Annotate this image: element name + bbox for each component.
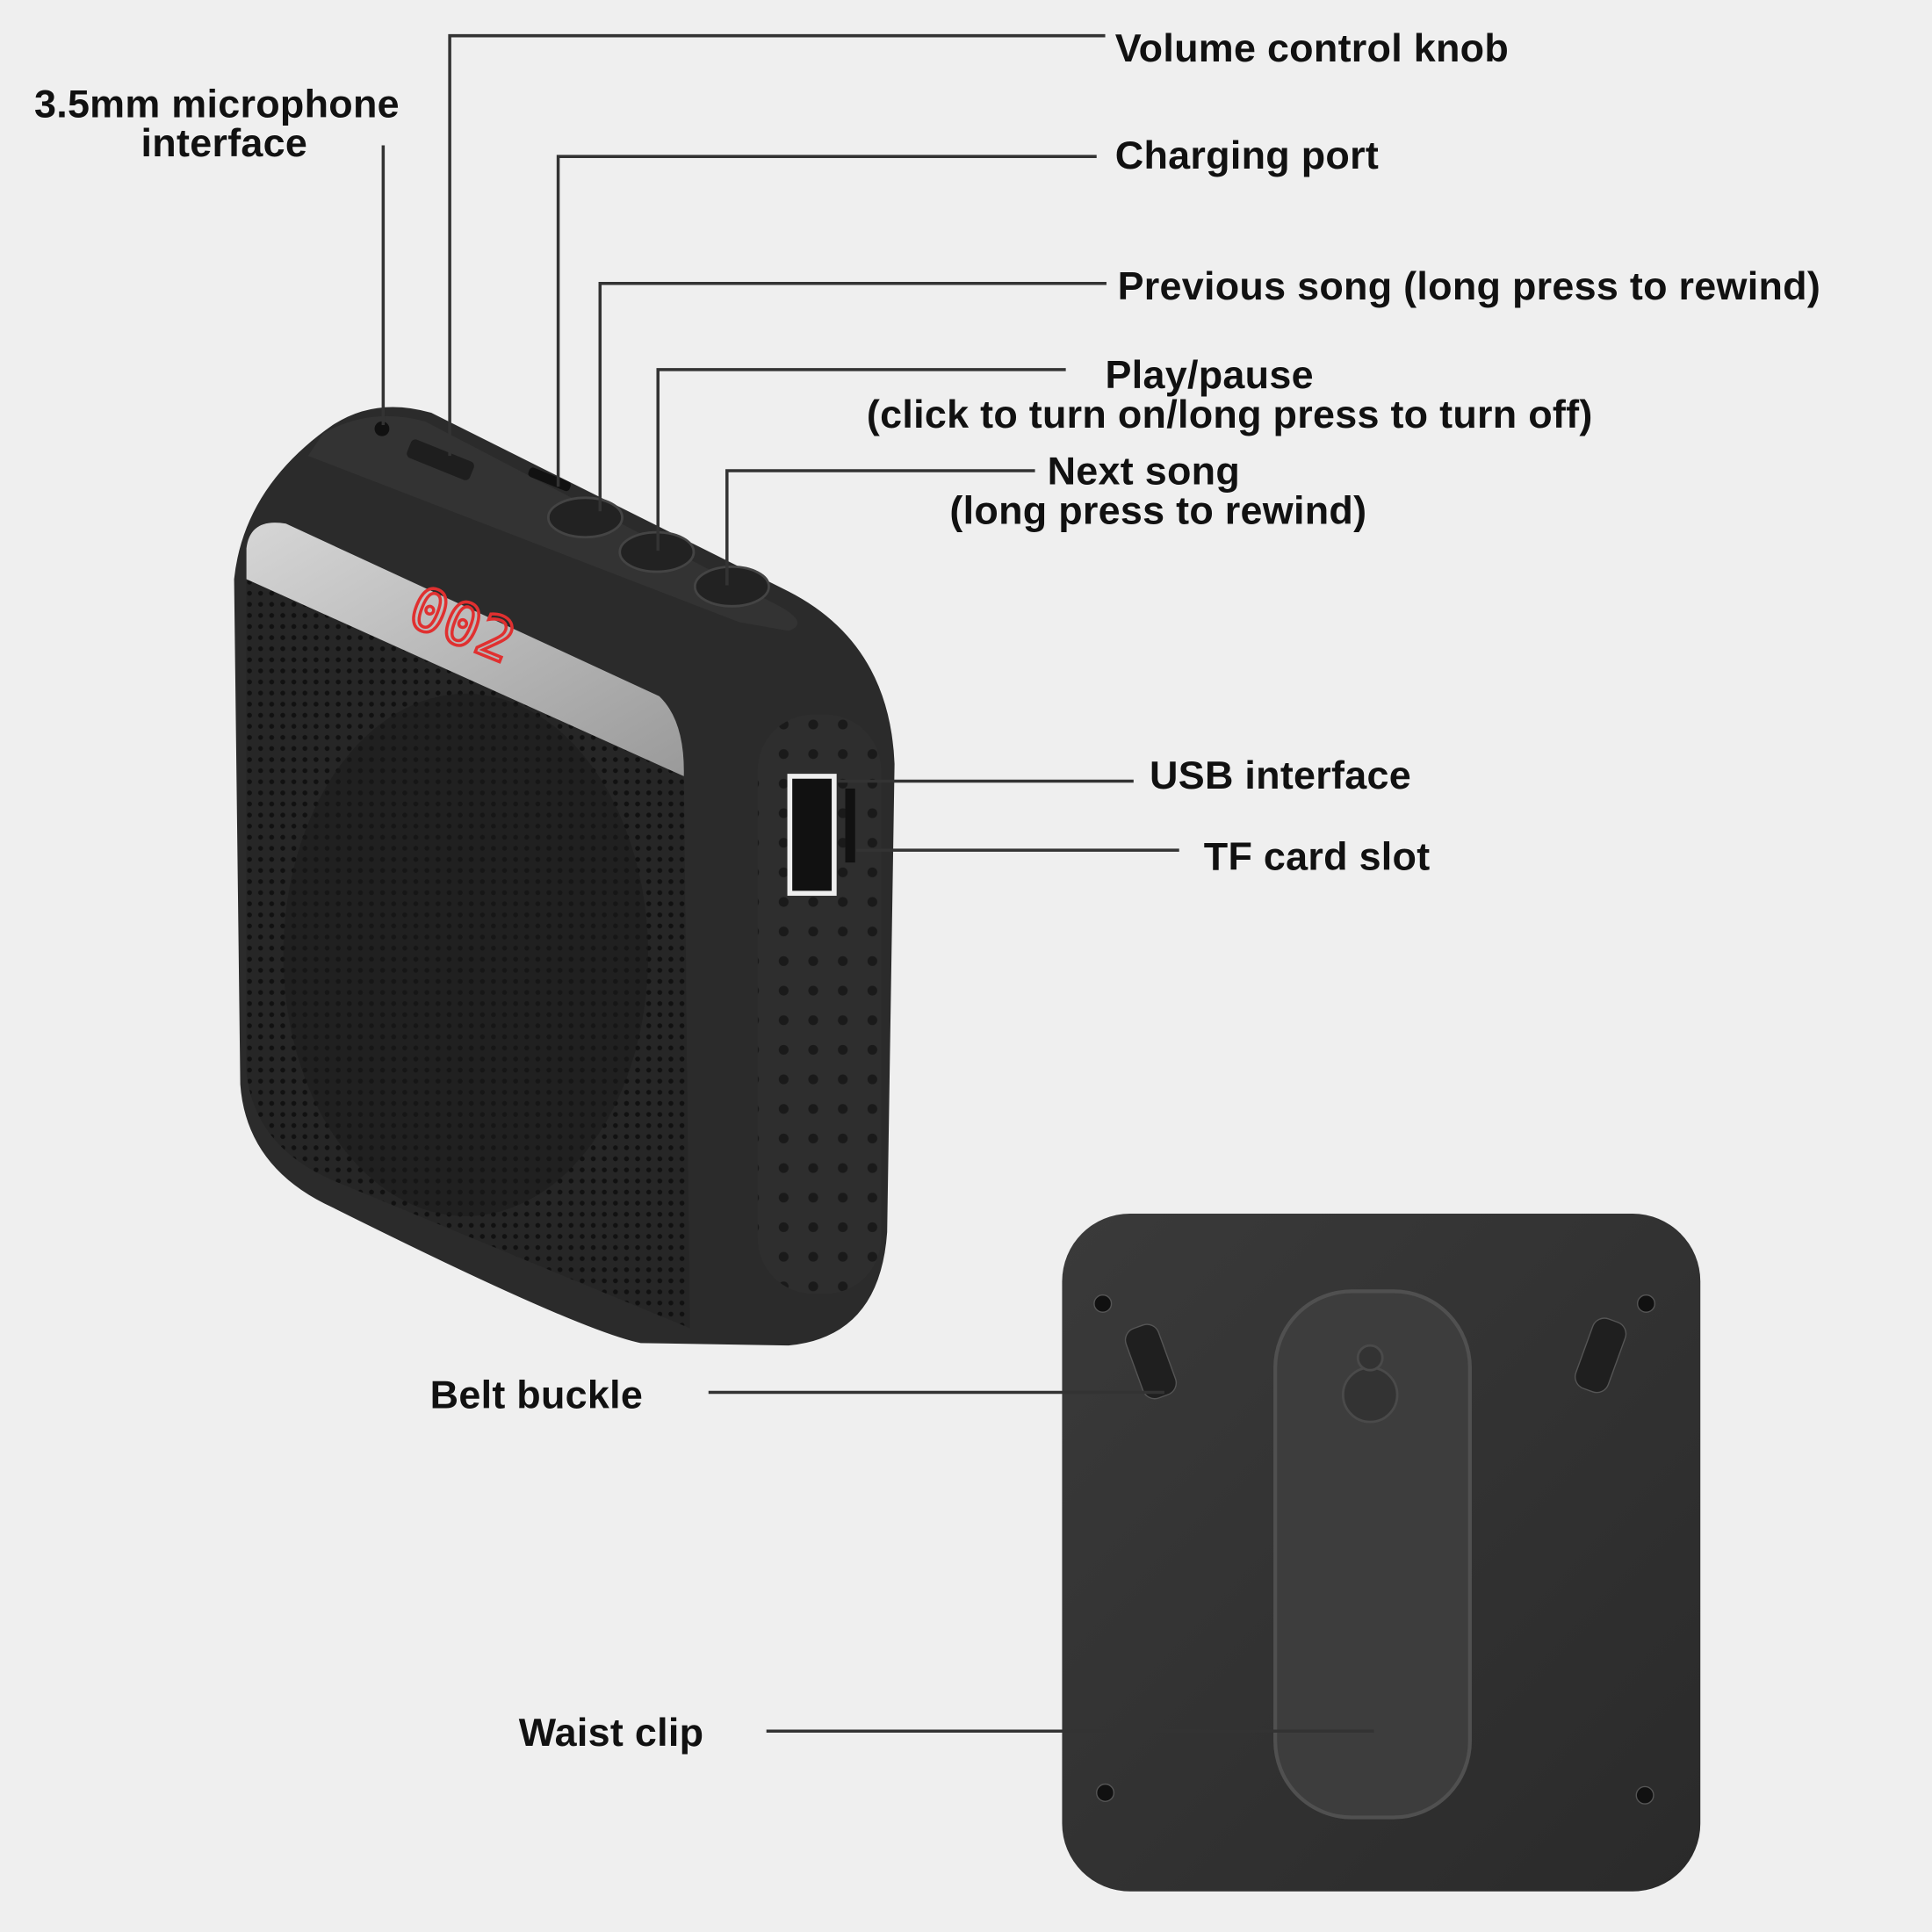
label-next-song: Next song [1048,448,1240,493]
label-waist-clip: Waist clip [519,1710,704,1755]
leader-charging [556,155,1097,487]
label-tf-card-slot: TF card slot [1204,834,1431,879]
label-belt-buckle: Belt buckle [430,1373,644,1417]
label-volume-knob: Volume control knob [1115,25,1509,70]
screw-bottom-right [1635,1785,1654,1805]
display-strip [246,523,684,776]
label-play-pause: Play/pause [1106,352,1314,397]
belt-buckle-left [1124,1323,1178,1400]
leader-play [656,368,1066,551]
label-previous-song: Previous song (long press to rewind) [1118,263,1821,308]
labels: Volume control knob 3.5mm microphone int… [34,25,1820,1755]
label-mic-line1: 3.5mm microphone [34,81,400,126]
leader-volume [448,33,1106,457]
previous-button [546,496,624,539]
keyhole-icon [1341,1344,1399,1424]
volume-knob [407,439,474,480]
charging-port [528,467,572,492]
screw-top-right [1636,1294,1656,1313]
mic-jack [374,421,390,436]
leader-lines [381,33,1374,1734]
speaker-back-view [1062,1214,1701,1892]
belt-buckle-right [1574,1317,1627,1394]
label-next-song-detail: (long press to rewind) [949,487,1366,532]
screw-bottom-left [1096,1783,1115,1802]
label-usb-interface: USB interface [1150,753,1411,797]
leader-next [725,469,1035,586]
screw-top-left [1093,1294,1113,1313]
waist-clip [1273,1289,1472,1820]
label-charging-port: Charging port [1115,133,1379,177]
tf-card-slot [845,788,855,863]
label-play-pause-detail: (click to turn on/long press to turn off… [867,392,1593,436]
label-mic-line2: interface [141,120,308,165]
next-button [693,566,770,608]
speaker-cone [283,693,649,1216]
speaker-front-view: 002 [234,407,895,1346]
usb-slot [787,774,837,897]
leader-previous [598,281,1107,512]
